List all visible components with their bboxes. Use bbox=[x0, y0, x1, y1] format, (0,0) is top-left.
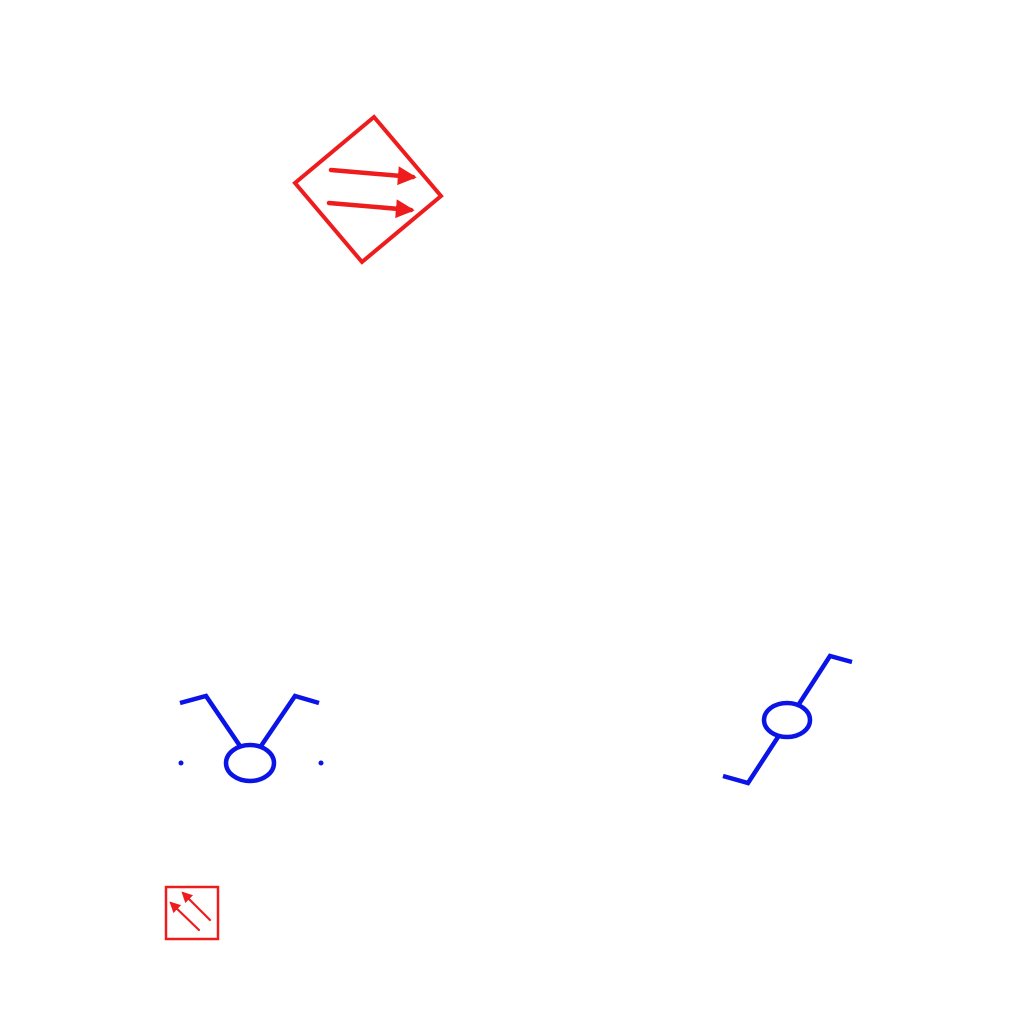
lower-arrow bbox=[169, 901, 201, 932]
center-circle bbox=[761, 700, 813, 740]
left-dot bbox=[178, 760, 184, 766]
diagonal-arrows-square-icon bbox=[164, 885, 220, 941]
upper-arm bbox=[797, 653, 853, 706]
upper-arrow bbox=[328, 166, 417, 186]
square-outline bbox=[164, 885, 220, 941]
lower-arrow bbox=[326, 199, 415, 219]
diamond-outline bbox=[292, 114, 444, 265]
upper-arrow bbox=[181, 891, 212, 922]
right-arm bbox=[259, 693, 320, 748]
lower-arm bbox=[722, 735, 780, 786]
left-arm bbox=[179, 693, 242, 748]
v-circle-connector-icon bbox=[178, 693, 324, 784]
center-circle bbox=[223, 742, 277, 784]
double-arrow-diamond-icon bbox=[292, 114, 444, 265]
right-dot bbox=[318, 760, 324, 766]
diagonal-circle-connector-icon bbox=[722, 653, 853, 786]
